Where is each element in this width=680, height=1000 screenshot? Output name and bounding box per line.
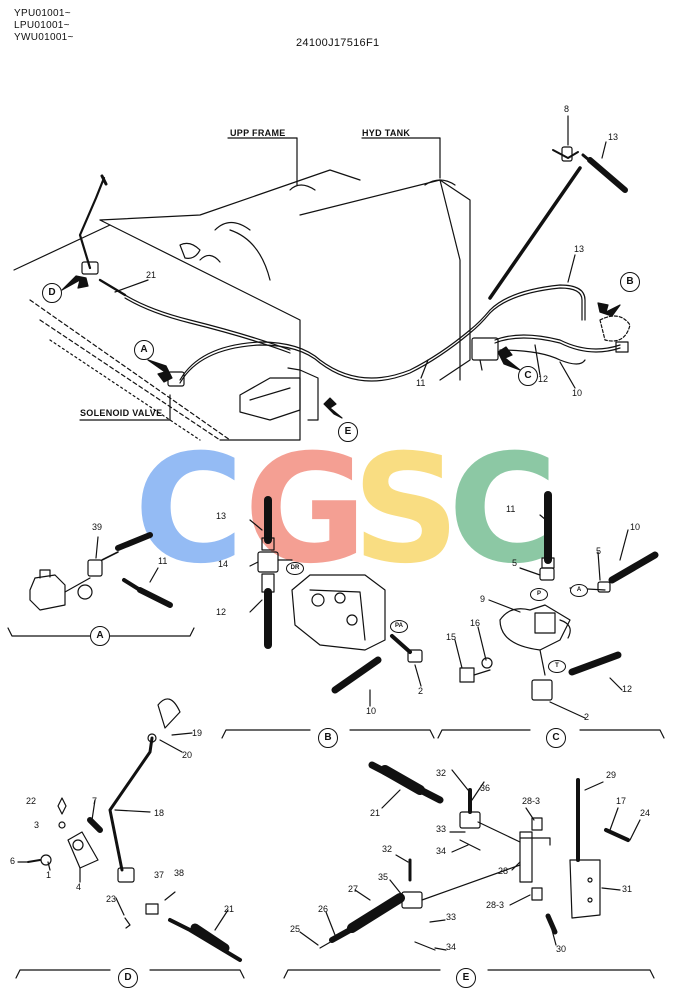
callout-e-17: 17 bbox=[616, 796, 627, 806]
callout-d-37: 37 bbox=[154, 870, 165, 880]
port-tag-a: A bbox=[570, 584, 588, 597]
callout-d-4: 4 bbox=[76, 882, 82, 892]
callout-d-23: 23 bbox=[106, 894, 117, 904]
callout-main-13a: 13 bbox=[608, 132, 619, 142]
view-marker-a: A bbox=[134, 340, 154, 360]
callout-c-5b: 5 bbox=[596, 546, 602, 556]
main-assembly-drawing bbox=[13, 115, 631, 441]
callout-c-9: 9 bbox=[480, 594, 486, 604]
watermark-letter-s: S bbox=[352, 423, 461, 597]
callout-e-36: 36 bbox=[480, 783, 491, 793]
view-b-drawing bbox=[221, 496, 435, 739]
view-marker-e: E bbox=[338, 422, 358, 442]
port-tag-pa: PA bbox=[390, 620, 408, 633]
view-marker-b: B bbox=[620, 272, 640, 292]
callout-e-26: 26 bbox=[318, 904, 329, 914]
view-a-drawing bbox=[7, 532, 195, 637]
view-title-a: A bbox=[90, 626, 110, 646]
watermark-letter-c1: C bbox=[134, 423, 245, 597]
callout-e-34a: 34 bbox=[436, 846, 447, 856]
serial-range-1: YPU01001~ bbox=[14, 8, 71, 19]
label-solenoid-valve: SOLENOID VALVE bbox=[80, 408, 163, 418]
callout-c-10: 10 bbox=[630, 522, 641, 532]
callout-d-18: 18 bbox=[154, 808, 165, 818]
serial-range-3: YWU01001~ bbox=[14, 32, 74, 43]
callout-main-11: 11 bbox=[416, 378, 426, 388]
callout-e-32a: 32 bbox=[436, 768, 447, 778]
callout-d-21: 21 bbox=[224, 904, 235, 914]
view-title-b: B bbox=[318, 728, 338, 748]
callout-main-10: 10 bbox=[572, 388, 583, 398]
callout-d-1: 1 bbox=[46, 870, 52, 880]
callout-e-21: 21 bbox=[370, 808, 381, 818]
callout-b-14: 14 bbox=[218, 559, 229, 569]
port-tag-p: P bbox=[530, 588, 548, 601]
view-e-drawing bbox=[283, 761, 655, 979]
callout-c-5a: 5 bbox=[512, 558, 518, 568]
callout-main-12: 12 bbox=[538, 374, 549, 384]
callout-e-28-3b: 28-3 bbox=[486, 900, 505, 910]
callout-e-33a: 33 bbox=[436, 824, 447, 834]
callout-e-35: 35 bbox=[378, 872, 389, 882]
callout-e-30: 30 bbox=[556, 944, 567, 954]
callout-main-8: 8 bbox=[564, 104, 570, 114]
callout-c-11: 11 bbox=[506, 504, 516, 514]
callout-d-22: 22 bbox=[26, 796, 37, 806]
callout-d-19: 19 bbox=[192, 728, 203, 738]
watermark-letter-c2: C bbox=[448, 423, 559, 597]
view-title-c: C bbox=[546, 728, 566, 748]
port-tag-dr: DR bbox=[286, 562, 304, 575]
callout-d-3: 3 bbox=[34, 820, 40, 830]
callout-e-29: 29 bbox=[606, 770, 617, 780]
callout-d-7: 7 bbox=[92, 796, 98, 806]
callout-c-16: 16 bbox=[470, 618, 481, 628]
callout-d-20: 20 bbox=[182, 750, 193, 760]
serial-range-2: LPU01001~ bbox=[14, 20, 70, 31]
callout-e-28-3a: 28-3 bbox=[522, 796, 541, 806]
callout-main-21: 21 bbox=[146, 270, 157, 280]
label-hyd-tank: HYD TANK bbox=[362, 128, 411, 138]
callout-main-13b: 13 bbox=[574, 244, 585, 254]
callout-e-25: 25 bbox=[290, 924, 301, 934]
part-number: 24100J17516F1 bbox=[296, 37, 380, 49]
callout-a-39: 39 bbox=[92, 522, 103, 532]
label-upp-frame: UPP FRAME bbox=[230, 128, 286, 138]
callout-b-2: 2 bbox=[418, 686, 424, 696]
view-title-d: D bbox=[118, 968, 138, 988]
callout-e-33b: 33 bbox=[446, 912, 457, 922]
callout-c-12: 12 bbox=[622, 684, 633, 694]
callout-a-11: 11 bbox=[158, 556, 168, 566]
view-marker-c: C bbox=[518, 366, 538, 386]
callout-b-12: 12 bbox=[216, 607, 227, 617]
callout-e-31: 31 bbox=[622, 884, 633, 894]
callout-e-32b: 32 bbox=[382, 844, 393, 854]
view-title-e: E bbox=[456, 968, 476, 988]
view-d-drawing bbox=[15, 698, 245, 979]
callout-d-6: 6 bbox=[10, 856, 16, 866]
callout-d-38: 38 bbox=[174, 868, 185, 878]
callout-e-27: 27 bbox=[348, 884, 359, 894]
callout-e-28: 28 bbox=[498, 866, 509, 876]
callout-c-2: 2 bbox=[584, 712, 590, 722]
callout-e-34b: 34 bbox=[446, 942, 457, 952]
port-tag-t: T bbox=[548, 660, 566, 673]
callout-e-24: 24 bbox=[640, 808, 651, 818]
callout-b-13: 13 bbox=[216, 511, 227, 521]
view-marker-d: D bbox=[42, 283, 62, 303]
callout-b-10: 10 bbox=[366, 706, 377, 716]
callout-c-15: 15 bbox=[446, 632, 457, 642]
